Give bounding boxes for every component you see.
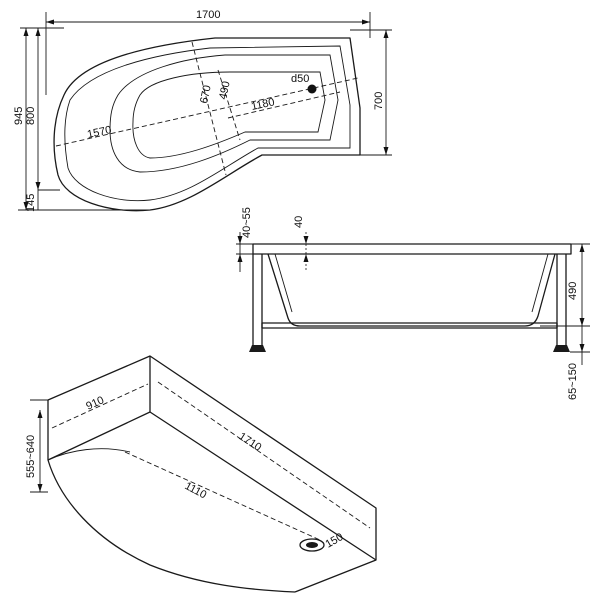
top-view-depth-outer-label: 945 [13, 107, 25, 125]
top-view-bowl-bottom [132, 71, 326, 159]
iso-view-drain-label: 150 [324, 531, 346, 551]
iso-view-length-label: 1710 [236, 430, 263, 453]
top-view-inner-rim [64, 45, 351, 202]
top-view-drain-label: d50 [291, 73, 309, 85]
top-view-bottom-length-label: 1180 [250, 96, 276, 113]
iso-view-width-label: 910 [84, 394, 106, 412]
top-view-inner-length-label: 1570 [86, 124, 112, 141]
top-view-outer-outline [53, 37, 361, 212]
iso-view-back-panel [47, 355, 377, 593]
side-view-rim-thickness-label: 40 [293, 216, 305, 228]
top-view-width-label: 1700 [196, 9, 220, 21]
top-view-offset-label: 145 [25, 194, 37, 212]
iso-view-inner-length-label: 1110 [183, 480, 209, 501]
side-view-rim-height-label: 40~55 [241, 207, 253, 238]
side-view: 40~55 40 490 65~150 [236, 207, 590, 400]
side-view-leg-height-label: 65~150 [567, 363, 579, 400]
side-view-depth-label: 490 [567, 282, 579, 300]
side-view-rim [252, 243, 572, 255]
top-view-inner-width-a-label: 670 [198, 84, 214, 104]
top-view-depth-right-label: 700 [373, 92, 385, 110]
top-view-inner-width-b-label: 490 [217, 80, 233, 100]
top-view: d50 1700 945 800 145 700 1570 [13, 9, 392, 212]
iso-view-height-label: 555~640 [25, 435, 37, 478]
iso-view-drain [299, 538, 325, 552]
side-view-frame-bar [261, 322, 558, 329]
top-view-depth-inner-label: 800 [25, 107, 37, 125]
iso-view: 150 910 1710 1110 555~640 [25, 355, 377, 593]
top-view-drain [307, 84, 317, 94]
side-view-left-foot [249, 345, 266, 352]
side-view-tub-body [267, 253, 556, 327]
top-view-bowl-contour [109, 54, 339, 173]
side-view-right-foot [553, 345, 570, 352]
